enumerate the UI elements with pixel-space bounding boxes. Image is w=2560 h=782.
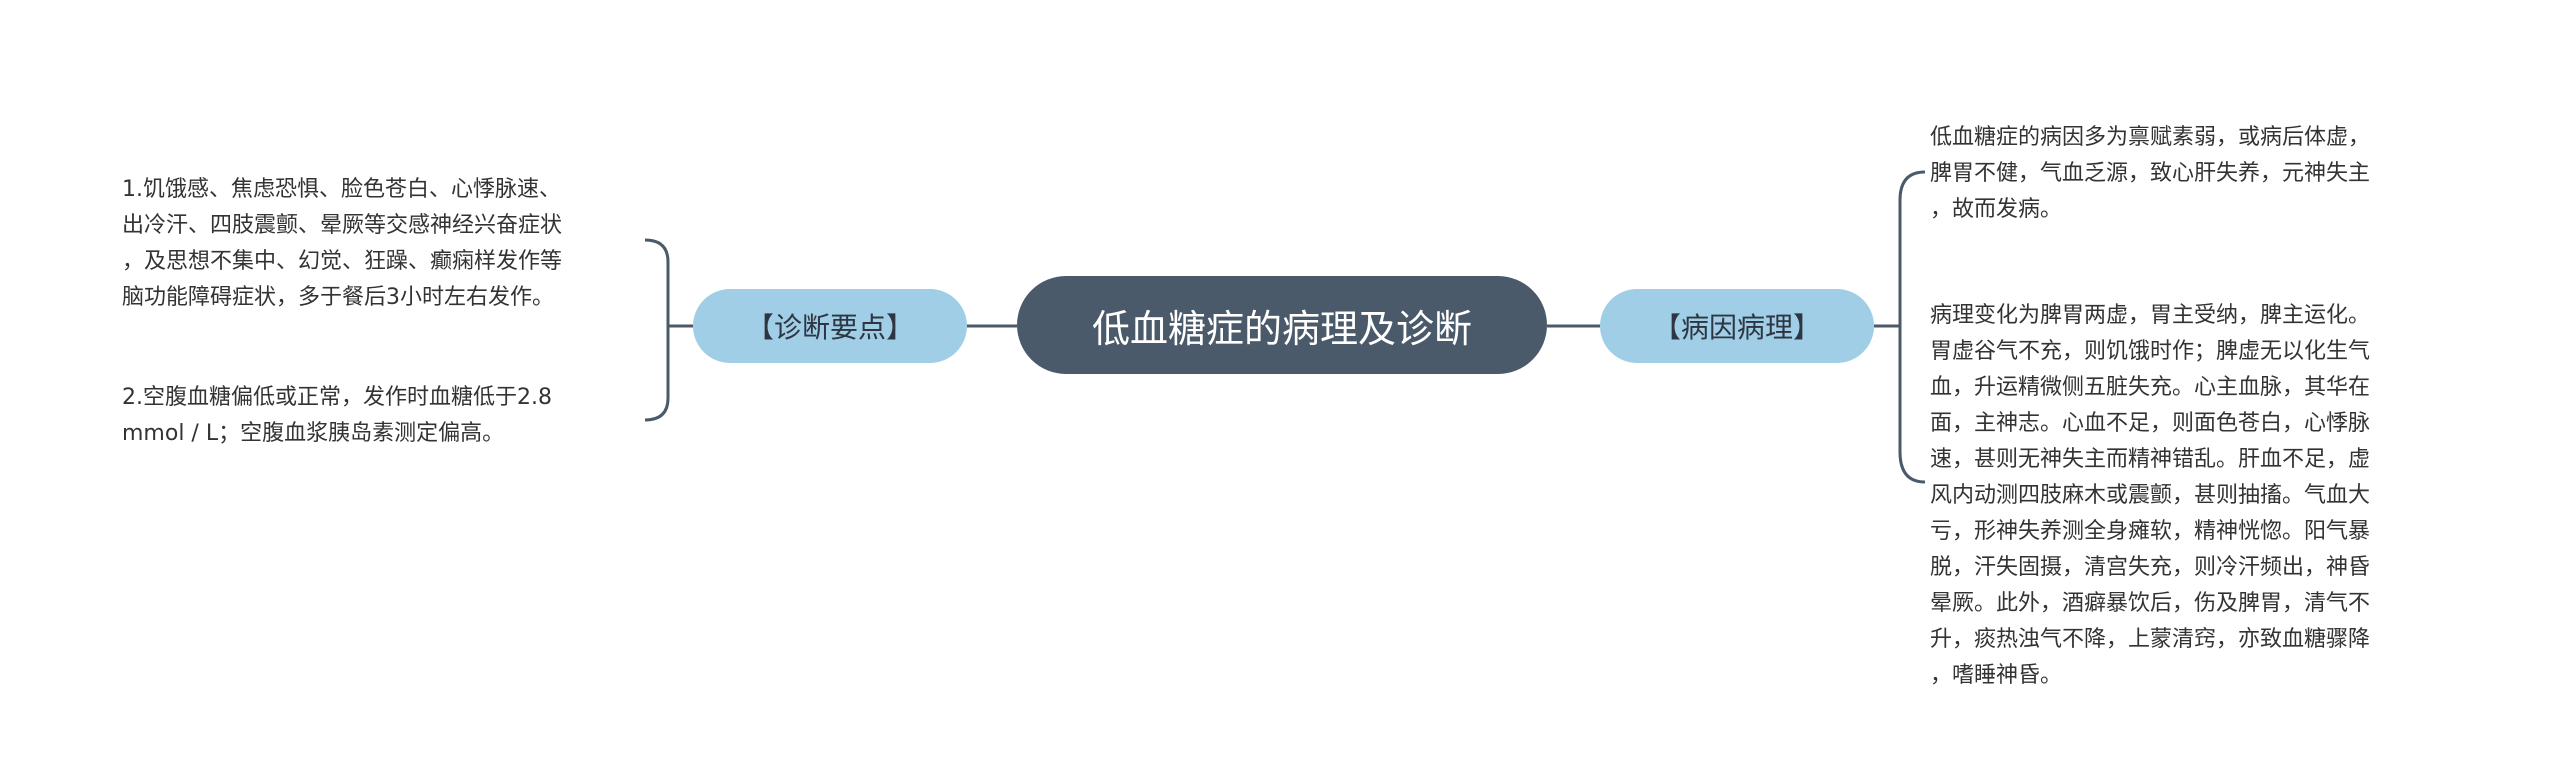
- leaf-etiology-2: 病理变化为脾胃两虚，胃主受纳，脾主运化。 胃虚谷气不充，则饥饿时作；脾虚无以化生…: [1930, 303, 2371, 688]
- leaf-diagnosis-1: 1.饥饿感、焦虑恐惧、脸色苍白、心悸脉速、 出冷汗、四肢震颤、晕厥等交感神经兴奋…: [122, 177, 563, 310]
- branch-node-diagnosis-label: 【诊断要点】: [745, 311, 914, 344]
- leaf-etiology-1: 低血糖症的病因多为禀赋素弱，或病后体虚， 脾胃不健，气血乏源，致心肝失养，元神失…: [1930, 125, 2371, 222]
- left-bracket: [644, 238, 670, 422]
- branch-node-etiology-label: 【病因病理】: [1652, 311, 1821, 344]
- right-bracket: [1898, 170, 1926, 484]
- root-node: 低血糖症的病理及诊断: [1017, 276, 1547, 374]
- branch-node-diagnosis: 【诊断要点】: [693, 289, 967, 363]
- leaf-diagnosis-2: 2.空腹血糖偏低或正常，发作时血糖低于2.8 mmol / L；空腹血浆胰岛素测…: [122, 385, 552, 446]
- root-node-label: 低血糖症的病理及诊断: [1091, 306, 1472, 351]
- branch-node-etiology: 【病因病理】: [1600, 289, 1874, 363]
